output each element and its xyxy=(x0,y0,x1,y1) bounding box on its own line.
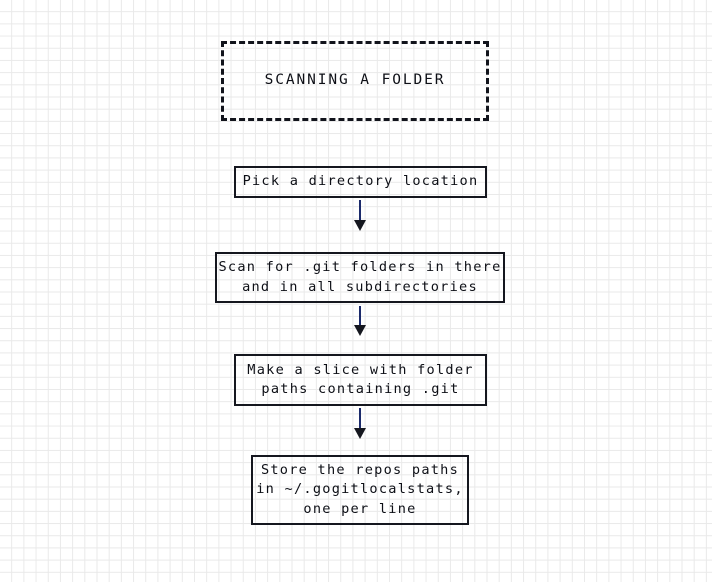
flow-arrow-1 xyxy=(352,200,368,231)
flow-arrow-3 xyxy=(352,408,368,439)
flow-node-pick-directory[interactable]: Pick a directory location xyxy=(234,166,487,198)
flow-node-label: Scan for .git folders in there and in al… xyxy=(218,259,502,295)
flow-node-label: Make a slice with folder paths containin… xyxy=(247,361,474,397)
flow-node-store-repos[interactable]: Store the repos paths in ~/.gogitlocalst… xyxy=(251,455,469,525)
diagram-title: SCANNING A FOLDER xyxy=(264,72,446,89)
down-arrow-icon xyxy=(354,325,366,336)
flow-arrow-2 xyxy=(352,306,368,336)
flow-node-label: Pick a directory location xyxy=(242,173,479,190)
diagram-title-box: SCANNING A FOLDER xyxy=(221,41,489,121)
arrow-stem xyxy=(359,200,361,220)
arrow-stem xyxy=(359,408,361,428)
down-arrow-icon xyxy=(354,428,366,439)
down-arrow-icon xyxy=(354,220,366,231)
arrow-stem xyxy=(359,306,361,325)
flow-node-make-slice[interactable]: Make a slice with folder paths containin… xyxy=(234,354,487,406)
flow-node-scan-git-folders[interactable]: Scan for .git folders in there and in al… xyxy=(215,252,505,303)
flow-node-label: Store the repos paths in ~/.gogitlocalst… xyxy=(256,462,464,517)
